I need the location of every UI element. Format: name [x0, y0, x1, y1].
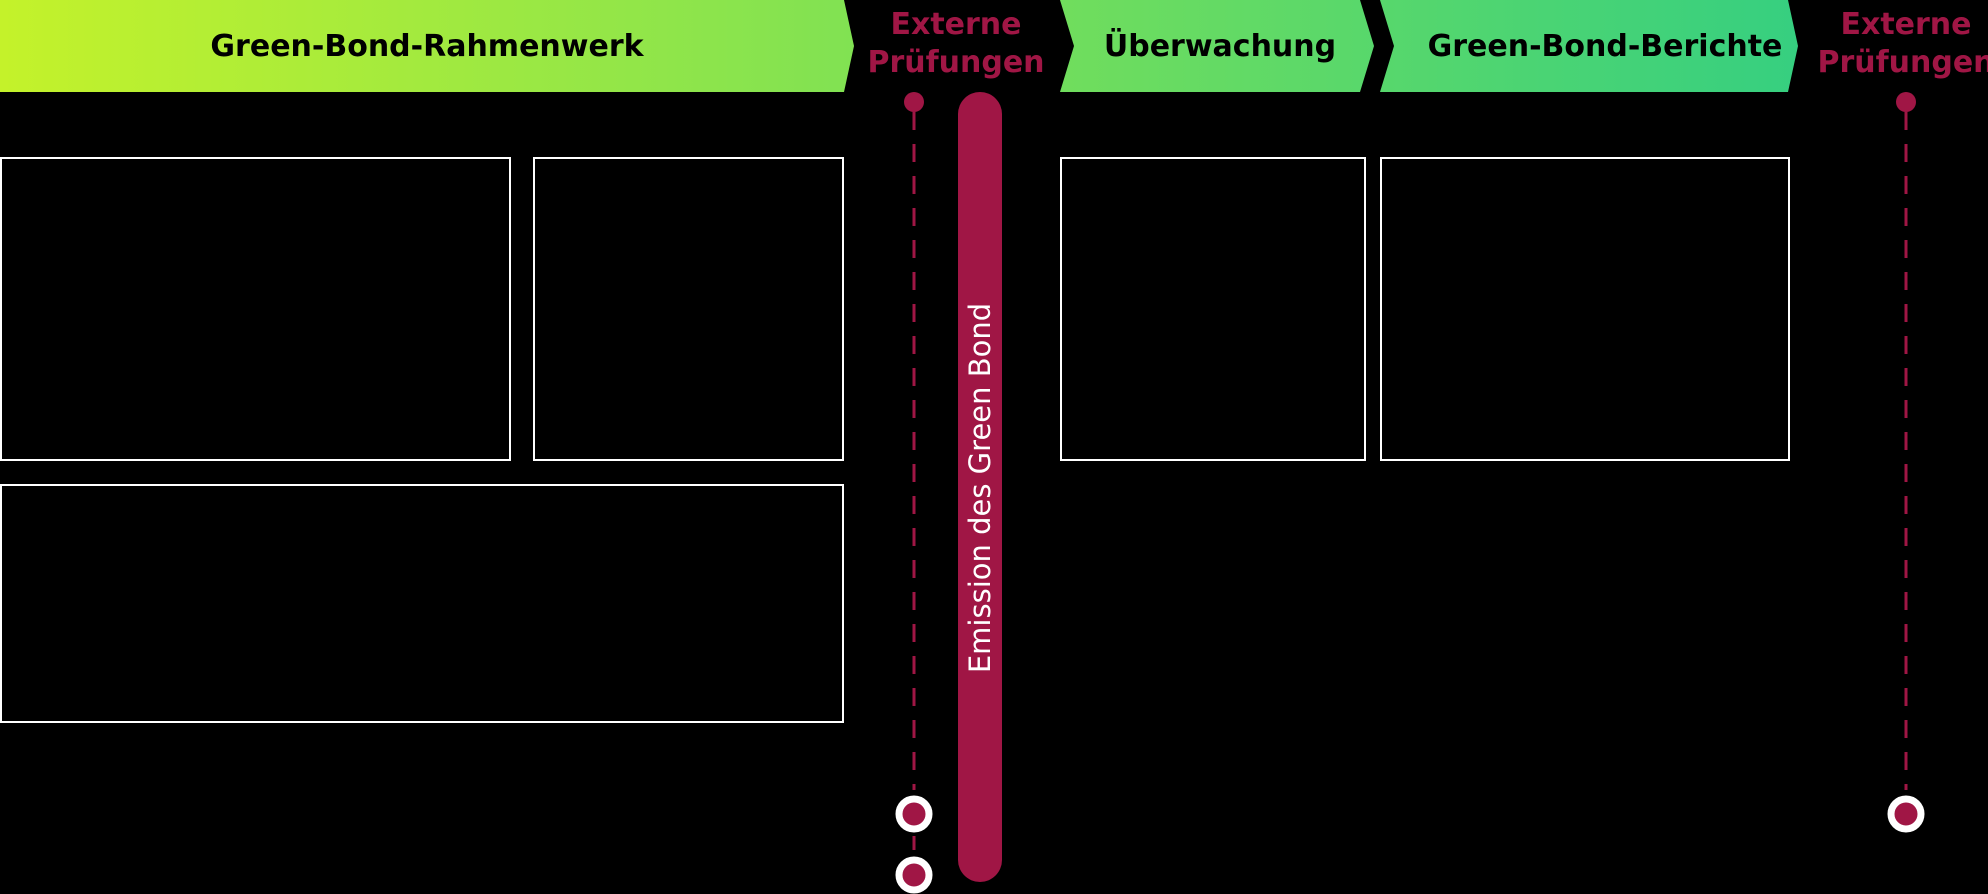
reports-banner-label: Green-Bond-Berichte [1428, 29, 1783, 64]
filled-dot-icon [904, 92, 924, 112]
post-issuance-review: Externe Prüfungen [1817, 7, 1988, 833]
ring-dot-icon [1887, 795, 1925, 833]
framework-box-2 [533, 157, 844, 461]
pre-issuance-review: Externe Prüfungen [867, 7, 1045, 894]
monitoring-box [1060, 157, 1366, 461]
framework-box-1 [0, 157, 511, 461]
ring-dot-icon [895, 795, 933, 833]
framework-banner-label: Green-Bond-Rahmenwerk [210, 29, 644, 64]
post-issuance-review-label-line2: Prüfungen [1817, 45, 1988, 80]
issuance-bar: Emission des Green Bond [958, 92, 1002, 882]
header-banners: Green-Bond-Rahmenwerk Überwachung Green-… [0, 0, 1798, 92]
monitoring-banner [1060, 0, 1374, 92]
reports-box [1380, 157, 1790, 461]
reports-banner [1380, 0, 1798, 92]
post-issuance-review-label-line1: Externe [1840, 7, 1971, 42]
ring-dot-icon [895, 856, 933, 894]
issuance-label: Emission des Green Bond [963, 303, 997, 673]
content-boxes [0, 157, 1790, 723]
issuance-pill [958, 92, 1002, 882]
framework-box-wide [0, 484, 844, 723]
filled-dot-icon [1896, 92, 1916, 112]
pre-issuance-review-label-line2: Prüfungen [867, 45, 1044, 80]
framework-banner [0, 0, 854, 92]
monitoring-banner-label: Überwachung [1104, 27, 1336, 64]
pre-issuance-review-label-line1: Externe [890, 7, 1021, 42]
